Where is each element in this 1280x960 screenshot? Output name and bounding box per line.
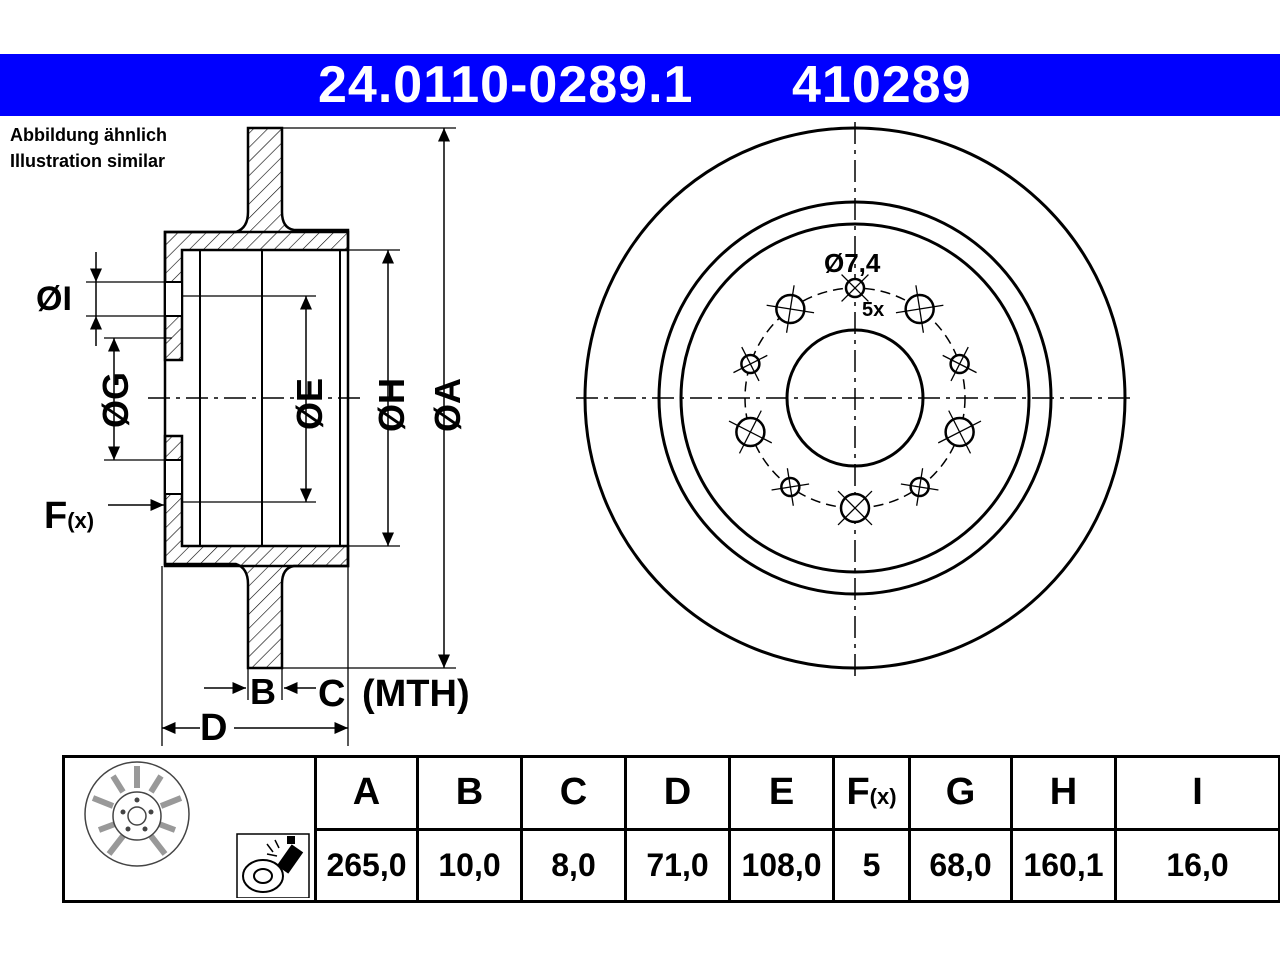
header-h: H xyxy=(1010,755,1117,831)
brake-disc-icon xyxy=(84,761,190,867)
locating-hole xyxy=(942,346,977,382)
header-b: B xyxy=(416,755,523,831)
label-dia-g: ØG xyxy=(95,372,136,428)
locating-hole xyxy=(733,346,768,382)
value-c: 8,0 xyxy=(520,827,627,903)
header-f: F(x) xyxy=(832,755,911,831)
bolt-hole xyxy=(937,410,982,454)
bolt-hole xyxy=(728,410,773,454)
side-section-view: ØI ØG F(x) ØE ØH ØA B C (MTH) xyxy=(36,126,470,749)
value-a: 265,0 xyxy=(314,827,419,903)
label-f: F(x) xyxy=(44,495,94,537)
disc-upper-section xyxy=(163,126,350,362)
value-f: 5 xyxy=(832,827,911,903)
label-hole-count: 5x xyxy=(862,299,884,321)
article-number: 410289 xyxy=(792,56,972,114)
brake-cleaner-spray-icon xyxy=(236,833,310,898)
header-i: I xyxy=(1114,755,1280,831)
value-g: 68,0 xyxy=(908,827,1013,903)
value-h: 160,1 xyxy=(1010,827,1117,903)
locating-hole xyxy=(771,468,810,506)
header-c: C xyxy=(520,755,627,831)
disc-outer-circle xyxy=(583,126,1127,670)
value-i: 16,0 xyxy=(1114,827,1280,903)
label-hole-dia: Ø7,4 xyxy=(824,248,881,278)
value-e: 108,0 xyxy=(728,827,835,903)
locating-hole xyxy=(900,468,939,506)
front-view: Ø7,4 5x xyxy=(576,122,1136,676)
hat-outer-circle xyxy=(657,200,1053,596)
center-bore xyxy=(785,328,925,468)
bolt-hole xyxy=(895,285,944,333)
header-d: D xyxy=(624,755,731,831)
locating-hole xyxy=(841,274,869,302)
bolt-hole xyxy=(766,285,815,333)
value-b: 10,0 xyxy=(416,827,523,903)
label-c: C xyxy=(318,673,345,715)
hat-inner-circle xyxy=(679,222,1031,574)
header-g: G xyxy=(908,755,1013,831)
note-line-de: Abbildung ähnlich xyxy=(10,125,167,145)
value-d: 71,0 xyxy=(624,827,731,903)
label-dia-h: ØH xyxy=(371,378,412,432)
disc-lower-section xyxy=(163,434,350,670)
icon-cell xyxy=(62,755,317,903)
label-d: D xyxy=(200,707,227,749)
label-mth: (MTH) xyxy=(362,673,470,715)
label-b: B xyxy=(250,671,276,712)
label-dia-e: ØE xyxy=(289,378,330,430)
header-a: A xyxy=(314,755,419,831)
bolt-hole xyxy=(837,490,873,526)
label-dia-a: ØA xyxy=(427,378,468,432)
title-banner: 24.0110-0289.1 410289 xyxy=(0,54,1280,116)
illustration-note: Abbildung ähnlich Illustration similar xyxy=(10,122,167,174)
specs-table: A B C D E F(x) G H I 265,0 10,0 8,0 71,0… xyxy=(62,755,1280,903)
note-line-en: Illustration similar xyxy=(10,151,166,171)
part-number: 24.0110-0289.1 xyxy=(318,56,694,114)
label-dia-i: ØI xyxy=(36,280,72,318)
header-e: E xyxy=(728,755,835,831)
